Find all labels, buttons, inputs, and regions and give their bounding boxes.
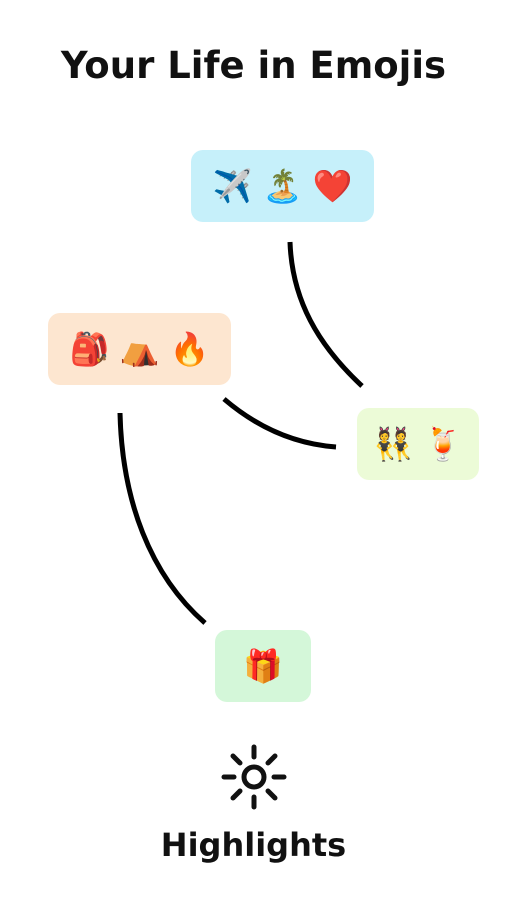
emoji-node-gift[interactable]: 🎁 [215, 630, 311, 702]
emoji-node-camping[interactable]: 🎒 ⛺ 🔥 [48, 313, 231, 385]
emoji-node-travel[interactable]: ✈️ 🏝️ ❤️ [191, 150, 374, 222]
highlights-label[interactable]: Highlights [160, 826, 347, 864]
page-title: Your Life in Emojis [60, 44, 447, 87]
emoji-node-party[interactable]: 👯 🍹 [357, 408, 479, 480]
camping-emojis: 🎒 ⛺ 🔥 [69, 330, 210, 368]
gift-emojis: 🎁 [243, 647, 283, 685]
edge-travel-to-party [287, 241, 364, 388]
sun-icon[interactable] [218, 741, 290, 813]
party-emojis: 👯 🍹 [373, 425, 463, 463]
edge-camping-to-party [222, 397, 337, 450]
travel-emojis: ✈️ 🏝️ ❤️ [212, 167, 353, 205]
edge-camping-to-gift [117, 412, 207, 625]
